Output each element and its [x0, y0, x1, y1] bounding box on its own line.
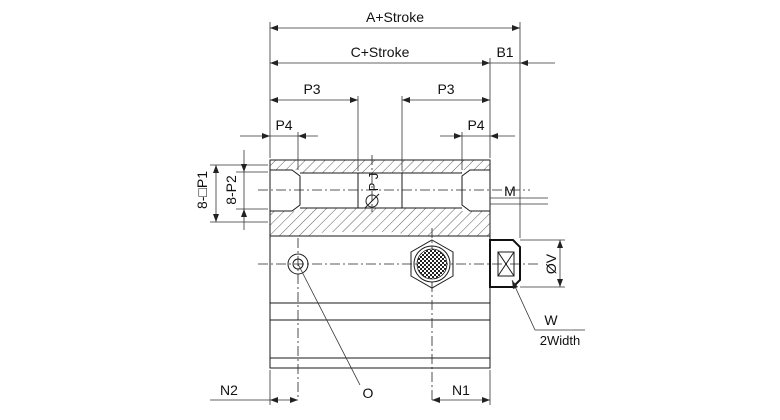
o-leader [297, 263, 361, 386]
w-leader-arrow [512, 280, 518, 289]
o-label: O [363, 385, 374, 401]
cylinder-body [258, 155, 540, 400]
p3-right-label: P3 [437, 81, 454, 97]
counterbore-left [270, 170, 300, 211]
w-leader [511, 279, 536, 331]
side-plug-hex [497, 251, 515, 277]
w-label: W [544, 312, 558, 328]
port-nut-ring [413, 245, 451, 283]
port-nut-hex [410, 239, 454, 289]
p4-right-label: P4 [467, 117, 484, 133]
dim-n2-arrows [270, 397, 298, 403]
p4-left-label: P4 [275, 117, 292, 133]
counterbore-right [462, 170, 490, 211]
side-plug-cross-2 [497, 251, 515, 277]
small-port-inner [292, 258, 304, 270]
through-bore [270, 173, 490, 208]
dimensions: A+Stroke C+Stroke B1 P3 P3 P4 P4 [194, 9, 585, 405]
b1-label: B1 [496, 44, 513, 60]
side-plug-body [489, 239, 521, 288]
counterbore-right-outline [461, 169, 490, 212]
a-stroke-label: A+Stroke [366, 9, 424, 25]
side-plug [489, 239, 521, 288]
counterbore-left-outline [270, 169, 301, 212]
width2-label: 2Width [540, 333, 580, 348]
p1-label: 8-□P1 [194, 171, 210, 209]
n1-label: N1 [452, 382, 470, 398]
p2-label: 8-P2 [223, 175, 239, 205]
port-knurled-face [416, 248, 448, 280]
p3-left-label: P3 [303, 81, 320, 97]
pj-label: P J [366, 173, 381, 192]
c-stroke-label: C+Stroke [351, 44, 410, 60]
small-port-outer [287, 253, 309, 275]
ov-label: ØV [543, 253, 559, 274]
m-label: M [504, 183, 516, 199]
n2-label: N2 [220, 382, 238, 398]
